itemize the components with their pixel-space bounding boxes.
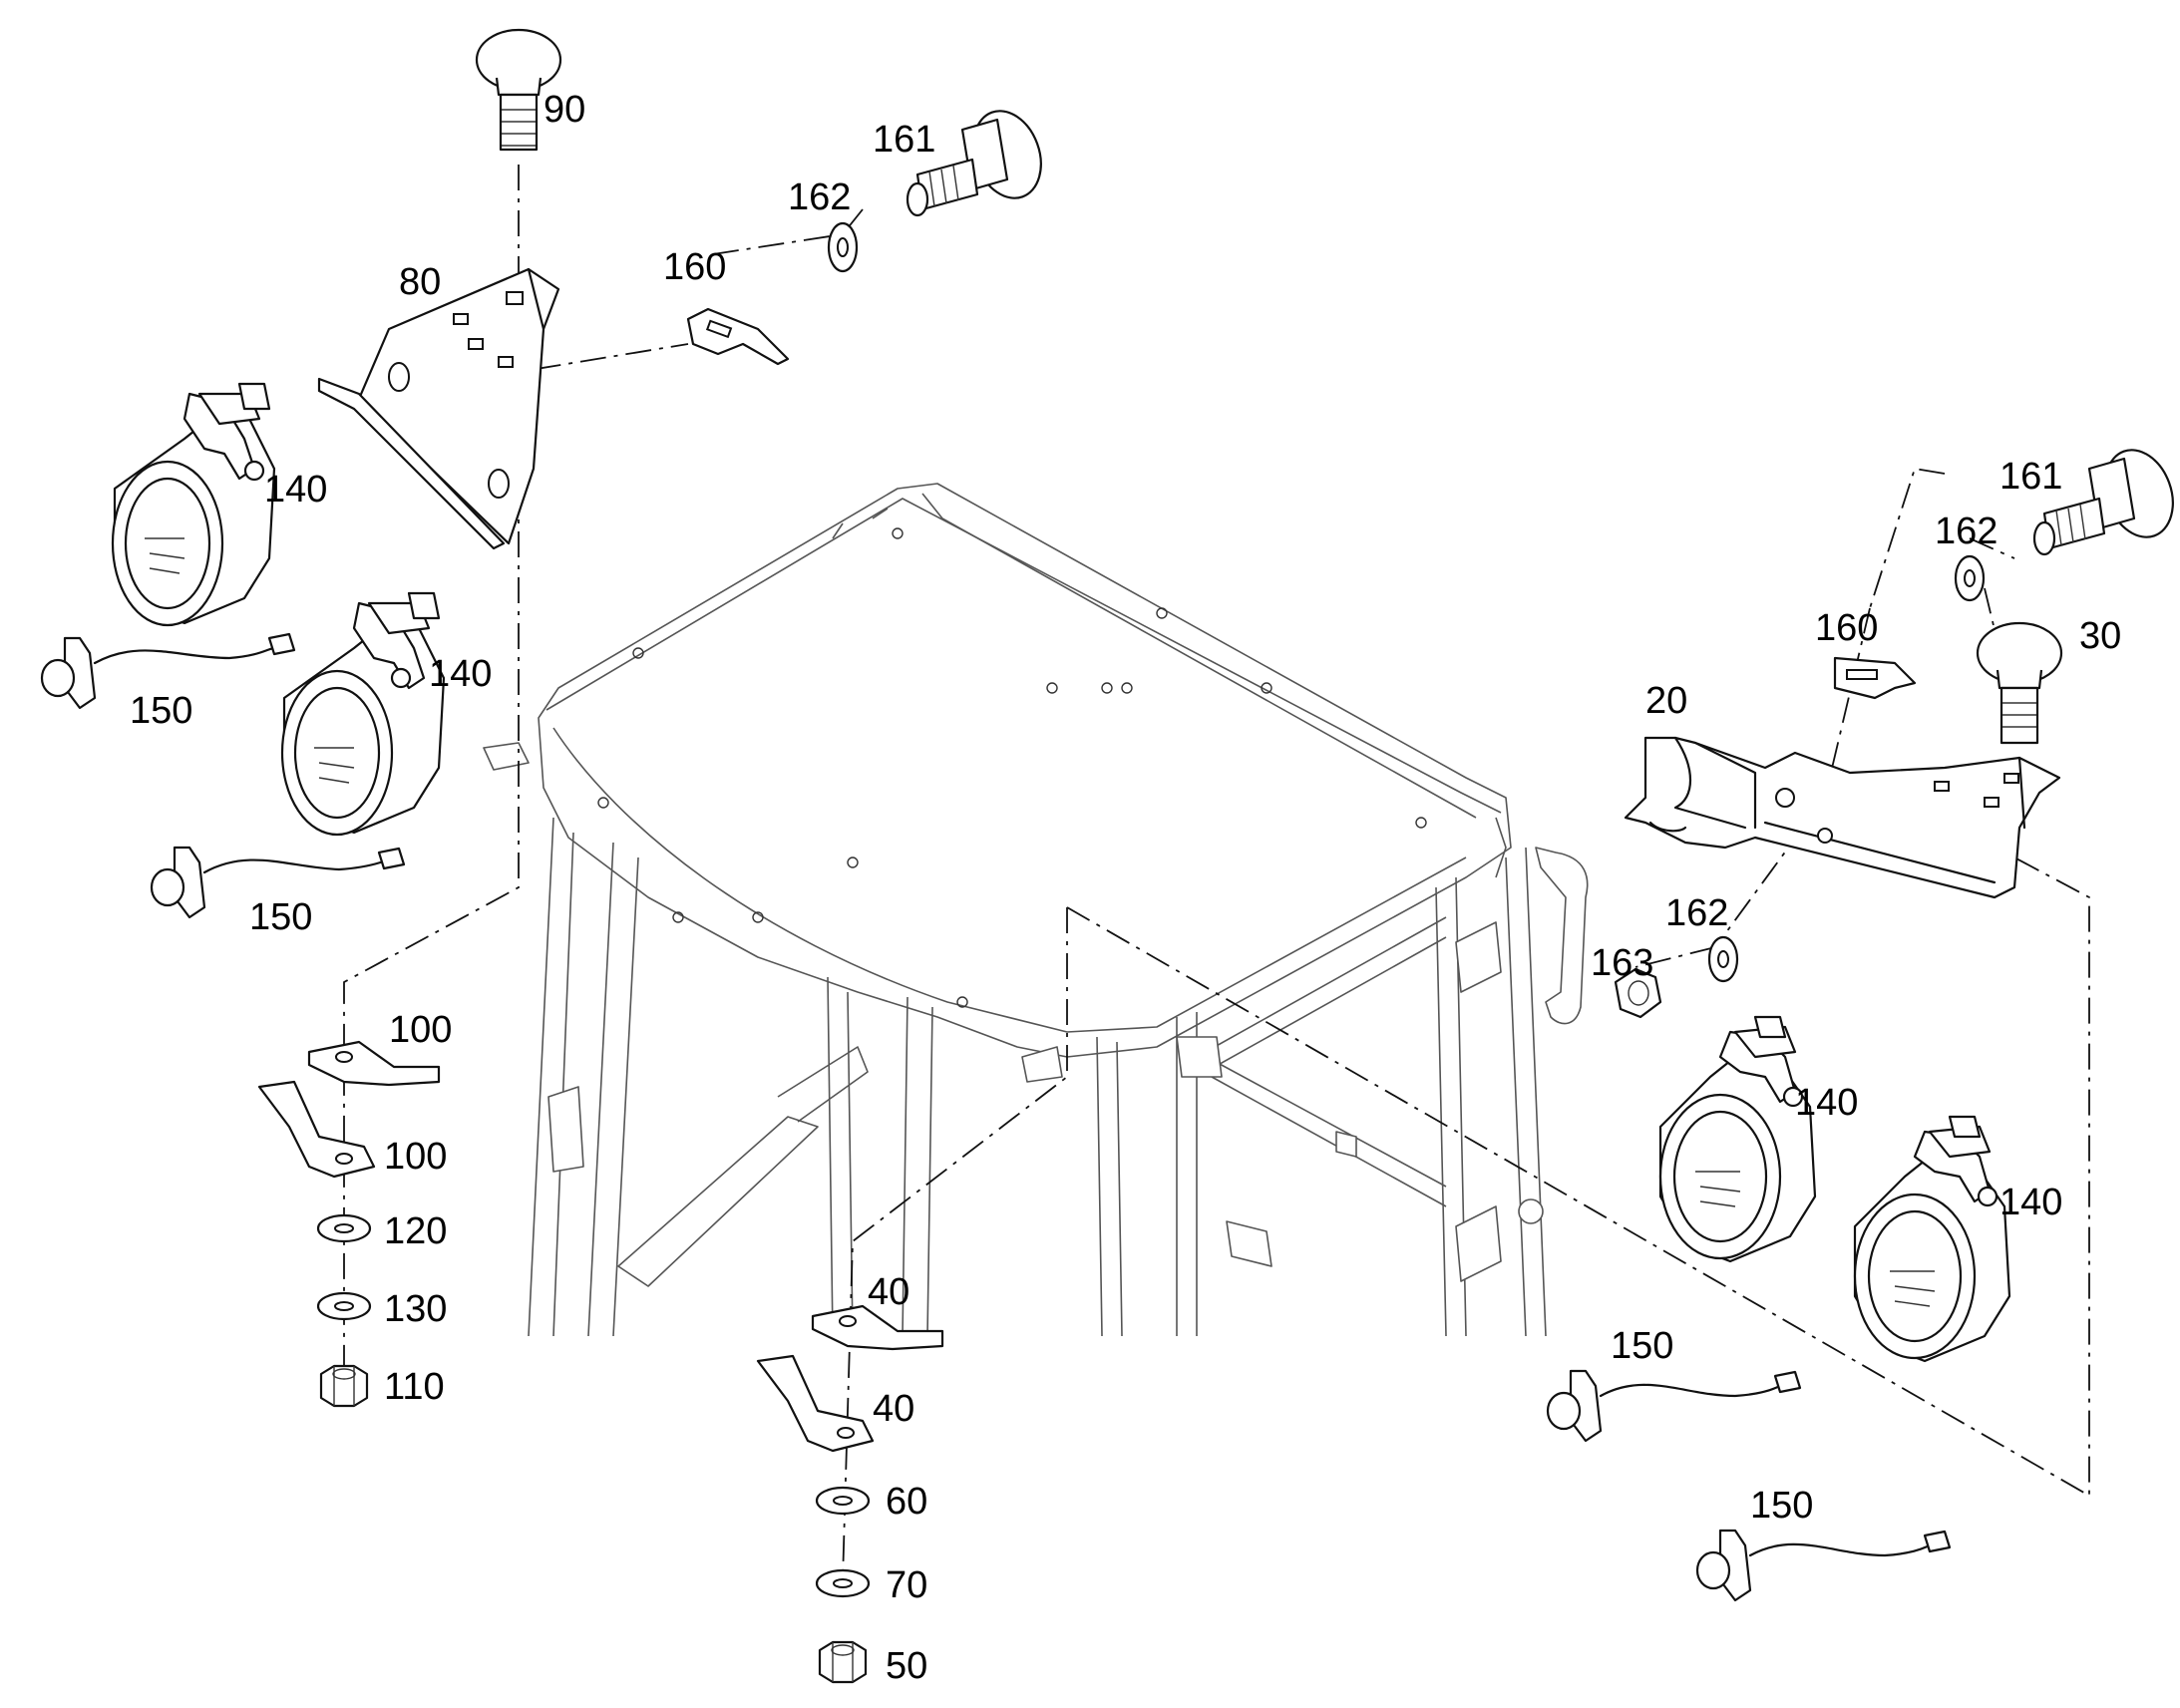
part-150-bulb-harness-c bbox=[1546, 1369, 1802, 1443]
callout-70: 70 bbox=[886, 1564, 927, 1606]
part-162-washer-b bbox=[1954, 554, 1986, 602]
part-40-clip-a bbox=[811, 1304, 944, 1351]
callout-90: 90 bbox=[544, 89, 585, 131]
callout-60: 60 bbox=[886, 1481, 927, 1523]
part-161-bolt-top bbox=[906, 110, 1042, 217]
part-140-work-lamp-b bbox=[280, 591, 446, 837]
part-40-clip-b bbox=[756, 1354, 875, 1453]
callout-100: 100 bbox=[384, 1136, 447, 1178]
callout-50: 50 bbox=[886, 1645, 927, 1687]
cab-frame bbox=[483, 483, 1589, 1337]
callout-163: 163 bbox=[1591, 942, 1653, 984]
part-162-washer-c bbox=[1707, 935, 1739, 983]
part-130-washer bbox=[316, 1291, 372, 1321]
part-70-washer bbox=[815, 1568, 871, 1598]
callout-160: 160 bbox=[663, 246, 726, 288]
callout-161: 161 bbox=[1999, 456, 2062, 498]
part-161-bolt-right bbox=[2032, 449, 2174, 556]
part-50-nut bbox=[818, 1640, 868, 1684]
callout-100: 100 bbox=[389, 1009, 452, 1051]
part-90-carriage-bolt bbox=[475, 28, 562, 152]
callout-30: 30 bbox=[2079, 615, 2121, 657]
callout-140: 140 bbox=[1795, 1082, 1858, 1124]
part-60-washer bbox=[815, 1486, 871, 1516]
callout-130: 130 bbox=[384, 1288, 447, 1330]
part-140-work-lamp-d bbox=[1853, 1115, 2011, 1363]
part-80-bracket-left bbox=[317, 267, 560, 550]
callout-150: 150 bbox=[249, 896, 312, 938]
callout-161: 161 bbox=[873, 119, 935, 161]
callout-162: 162 bbox=[788, 176, 851, 218]
part-100-clip-b bbox=[257, 1080, 376, 1179]
callout-120: 120 bbox=[384, 1210, 447, 1252]
callout-140: 140 bbox=[1999, 1182, 2062, 1223]
callout-150: 150 bbox=[1750, 1485, 1813, 1527]
part-160-small-bracket-right bbox=[1833, 656, 1917, 700]
part-162-washer-a bbox=[827, 221, 859, 273]
callout-140: 140 bbox=[264, 469, 327, 511]
callout-40: 40 bbox=[873, 1388, 914, 1430]
callout-80: 80 bbox=[399, 261, 441, 303]
callout-162: 162 bbox=[1665, 892, 1728, 934]
callout-160: 160 bbox=[1815, 607, 1878, 649]
part-140-work-lamp-a bbox=[111, 382, 276, 627]
callout-20: 20 bbox=[1645, 680, 1687, 722]
part-150-bulb-harness-b bbox=[150, 846, 406, 919]
callout-40: 40 bbox=[868, 1271, 909, 1313]
part-120-washer bbox=[316, 1213, 372, 1243]
part-20-bracket-right bbox=[1624, 736, 2061, 899]
part-163-nut bbox=[1614, 967, 1662, 1019]
part-100-clip-a bbox=[307, 1040, 441, 1087]
callout-150: 150 bbox=[130, 690, 192, 732]
part-140-work-lamp-c bbox=[1658, 1015, 1817, 1263]
part-150-bulb-harness-d bbox=[1695, 1529, 1952, 1602]
part-150-bulb-harness-a bbox=[40, 632, 296, 710]
callout-150: 150 bbox=[1611, 1325, 1673, 1367]
callout-110: 110 bbox=[384, 1366, 445, 1408]
part-160-small-bracket-top bbox=[686, 307, 790, 366]
part-30-carriage-bolt bbox=[1976, 621, 2063, 745]
callout-labels: 90 161 162 80 160 140 140 150 150 100 10… bbox=[130, 89, 2121, 1687]
callout-162: 162 bbox=[1935, 511, 1998, 552]
part-110-nut bbox=[319, 1364, 369, 1408]
callout-140: 140 bbox=[429, 653, 492, 695]
